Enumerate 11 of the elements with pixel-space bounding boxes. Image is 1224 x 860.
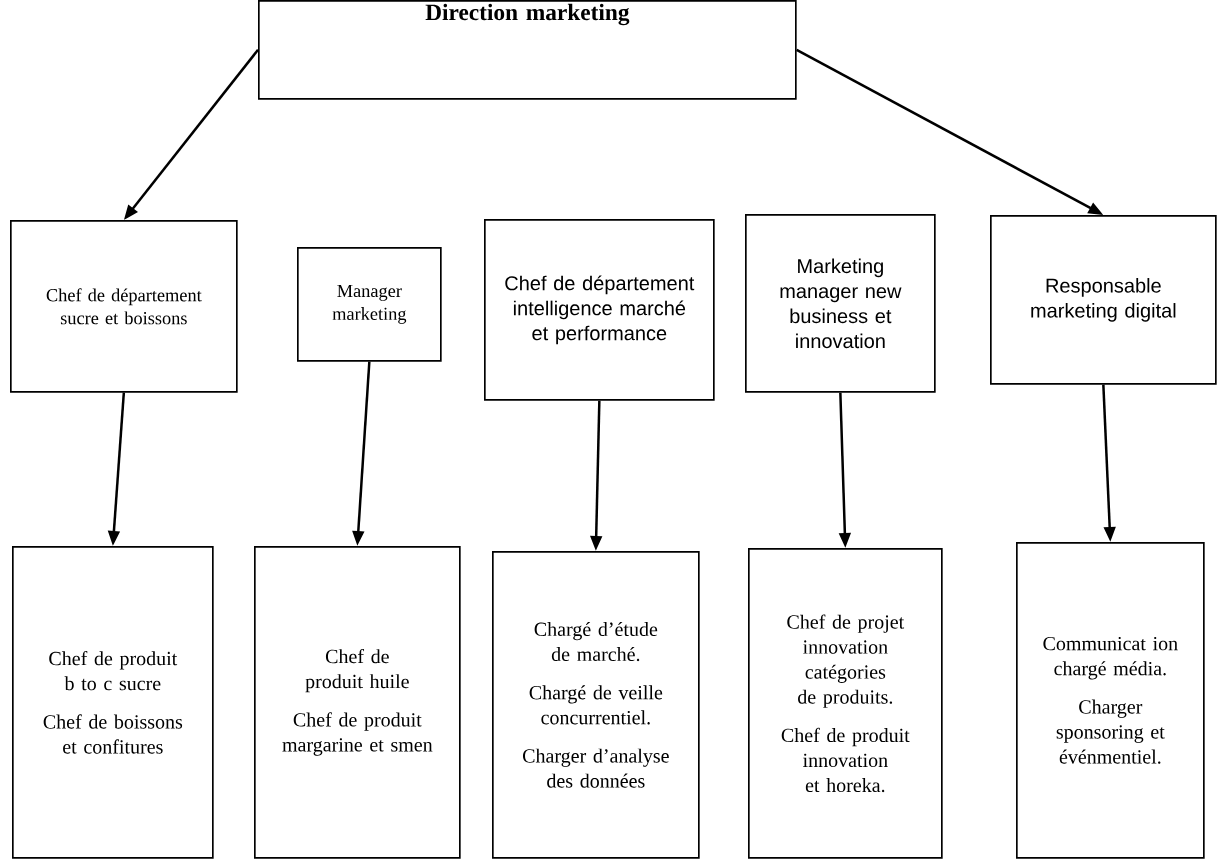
task-box: Communicat ion chargé média. Charger sponsoring et événmentiel. xyxy=(1016,542,1205,859)
role-box: Chef de département intelligence marché et performance xyxy=(484,219,715,401)
task-box: Chargé d’étude de marché. Chargé de veille concurrentiel. Charger d’analyse des données xyxy=(492,551,700,859)
role-box: Chef de département sucre et boissons xyxy=(10,220,238,393)
task-box: Chef de produit b to c sucre Chef de boissons et confitures xyxy=(12,546,214,859)
role-box: Responsable marketing digital xyxy=(990,215,1217,385)
role-box: Manager marketing xyxy=(297,247,442,362)
task-box: Chef de produit huile Chef de produit margarine et smen xyxy=(254,546,461,859)
role-box: Marketing manager new business et innovation xyxy=(745,214,936,393)
task-box: Chef de projet innovation catégories de produits. Chef de produit innovation et horeka. xyxy=(748,548,943,859)
title-box: Direction marketing xyxy=(258,0,797,100)
